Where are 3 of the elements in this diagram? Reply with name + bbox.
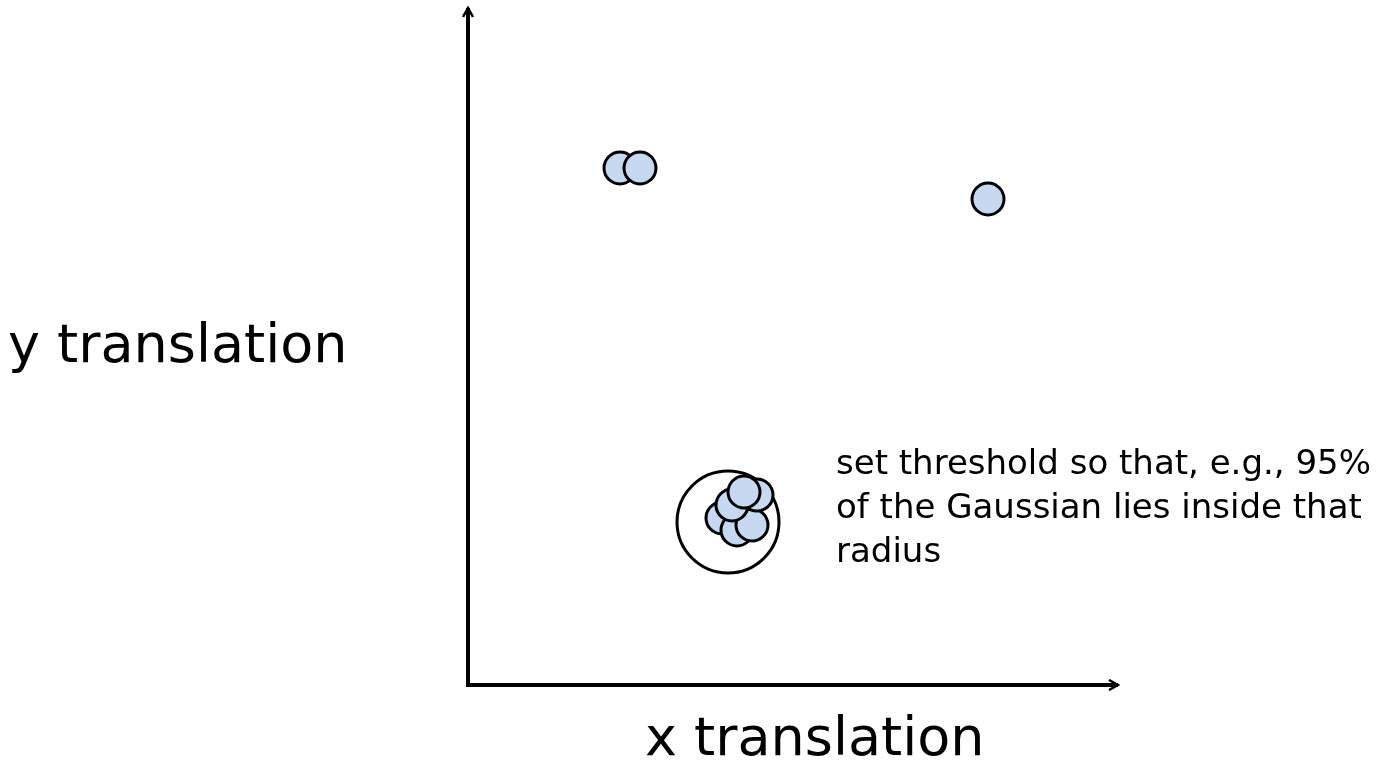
axis-label: x translation	[645, 705, 985, 770]
axis-label: y translation	[8, 312, 348, 377]
annotation-text: set threshold so that, e.g., 95% of the Gaussian lies inside that radius	[836, 441, 1372, 573]
